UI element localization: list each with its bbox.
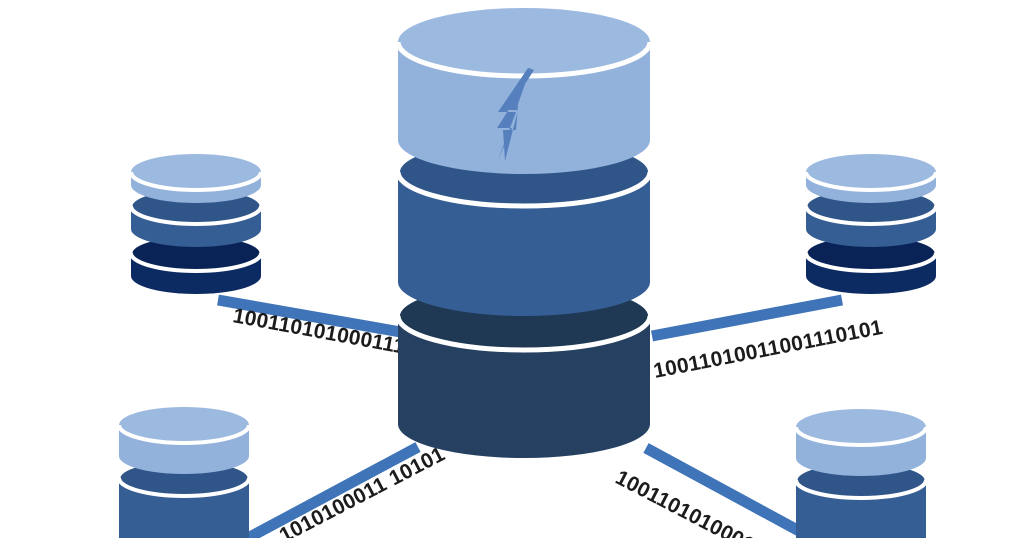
node-tl-tier-top [129, 154, 263, 203]
connector-line-top-right [650, 294, 844, 342]
connector-bottom-right[interactable]: 100110101000111001 [612, 443, 815, 538]
primary-db-tier-top-top [398, 8, 650, 76]
primary-db-tier-top [395, 8, 653, 174]
node-tr-tier-top-rim [804, 171, 938, 192]
primary-database[interactable] [395, 8, 653, 458]
connector-line-top-left [217, 294, 413, 340]
node-bl-tier-top [117, 407, 251, 474]
node-tl-tier-top-top [131, 154, 261, 190]
node-br-tier-top-top [796, 409, 926, 445]
primary-db-tier-bottom-body [398, 316, 650, 458]
node-tr-tier-top [804, 154, 938, 203]
node-br-tier-middle [794, 460, 928, 538]
node-database-top-left[interactable] [129, 154, 263, 294]
node-bl-tier-top-top [119, 407, 249, 443]
connector-bottom-left[interactable]: 1010100011 10101 [245, 442, 449, 538]
node-tl-tier-top-rim [129, 171, 263, 192]
node-bl-tier-top-rim [117, 424, 251, 445]
node-tr-tier-top-top [806, 154, 936, 190]
connector-line-bottom-left [245, 442, 421, 538]
node-database-bottom-right[interactable] [794, 409, 928, 538]
node-database-bottom-left[interactable] [117, 407, 251, 538]
primary-db-tier-middle-body [398, 172, 650, 316]
node-br-tier-top-rim [794, 426, 928, 447]
connector-top-right[interactable]: 10011010011001110101 [650, 294, 885, 383]
primary-db-tier-top-body [398, 42, 650, 174]
connector-line-bottom-right [643, 443, 815, 538]
binary-label-bottom-left: 1010100011 10101 [276, 442, 449, 538]
lightning-bolt-icon-inner [500, 67, 531, 161]
node-database-top-right[interactable] [804, 154, 938, 294]
node-br-tier-top [794, 409, 928, 476]
lightning-bolt-icon [497, 68, 534, 160]
